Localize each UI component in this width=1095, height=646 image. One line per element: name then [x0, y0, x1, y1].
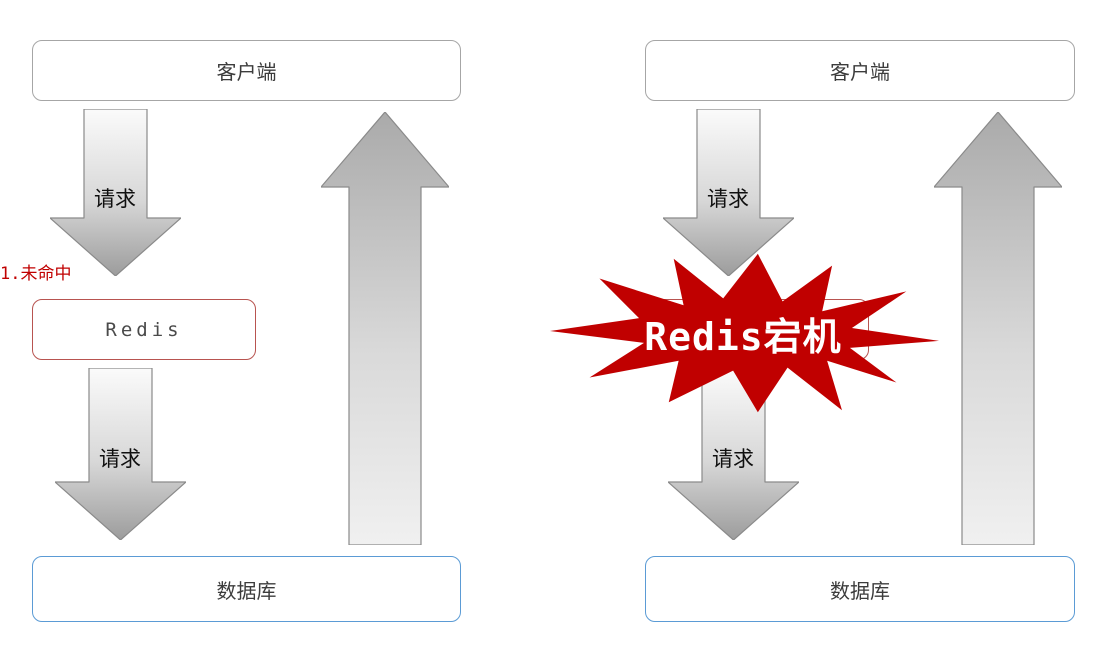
- database-label: 数据库: [216, 578, 277, 603]
- request-label: 请求: [707, 187, 749, 211]
- client-box: 客户端: [32, 40, 461, 101]
- cache-miss-label: 1.未命中: [0, 264, 72, 284]
- request-label: 请求: [99, 447, 141, 471]
- database-box: 数据库: [645, 556, 1075, 622]
- request-label: 请求: [94, 187, 136, 211]
- redis-label: Redis: [105, 318, 183, 341]
- client-box: 客户端: [645, 40, 1075, 101]
- down-arrow-icon: [663, 109, 794, 276]
- database-label: 数据库: [830, 578, 890, 603]
- up-arrow-icon: [934, 112, 1062, 545]
- up-arrow-icon: [321, 112, 449, 545]
- client-label: 客户端: [830, 60, 890, 84]
- down-arrow-icon: [55, 368, 186, 540]
- request-label: 请求: [712, 447, 754, 471]
- client-label: 客户端: [216, 60, 277, 84]
- explosion-icon: [549, 253, 940, 413]
- database-box: 数据库: [32, 556, 461, 622]
- redis-box: Redis: [32, 299, 256, 360]
- down-arrow-icon: [50, 109, 181, 276]
